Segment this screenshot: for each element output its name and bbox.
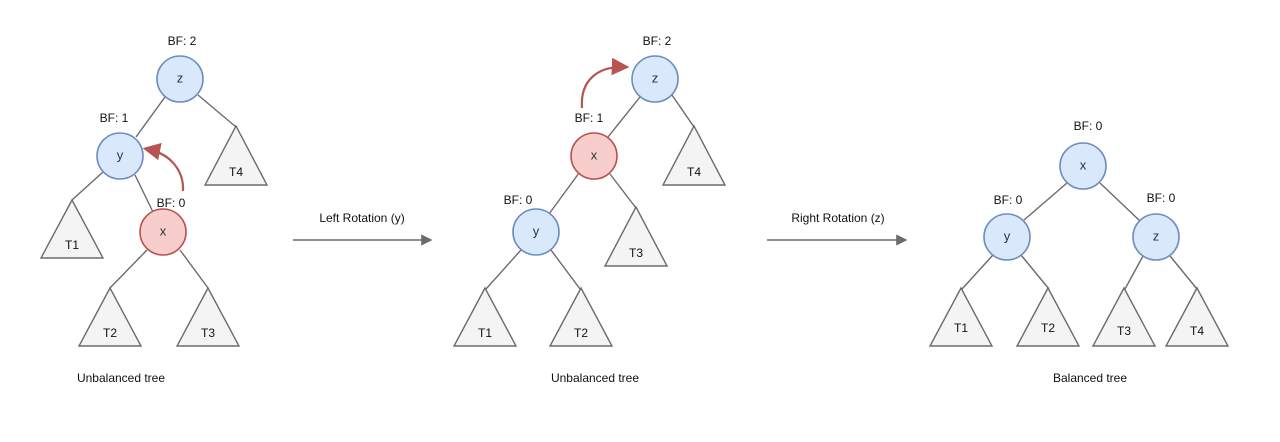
subtree-t3-label: T3: [201, 326, 215, 340]
node-y: [512, 208, 560, 256]
edge-x-z: [1099, 182, 1141, 222]
subtree-t3: [175, 286, 241, 347]
operation-1: Left Rotation (y): [293, 211, 433, 246]
subtree-t2: [1015, 286, 1081, 347]
bf-z-label: BF: 2: [643, 34, 672, 48]
stage-1-caption: Unbalanced tree: [77, 371, 165, 385]
rotation-arrow-x-to-y: [142, 142, 185, 192]
subtree-t2: [548, 286, 614, 347]
operation-1-label: Left Rotation (y): [319, 211, 404, 225]
stage-3-tree: T1 T2 T3 T4 x BF: 0 y BF: 0 z BF: 0 Bala…: [928, 119, 1230, 385]
edge-z-t3: [1124, 255, 1144, 290]
subtree-t3-label: T3: [1117, 324, 1131, 338]
edge-z-y: [135, 96, 166, 138]
edge-y-t2: [550, 249, 581, 290]
subtree-t2: [77, 286, 143, 347]
node-z: [156, 55, 204, 103]
edge-z-t4: [197, 94, 237, 128]
subtree-t4: [203, 124, 269, 186]
subtree-t4-label: T4: [1190, 324, 1204, 338]
subtree-t1-label: T1: [65, 238, 79, 252]
subtree-t1: [39, 198, 105, 259]
node-y-label: y: [1004, 228, 1011, 243]
bf-z-label: BF: 2: [168, 34, 197, 48]
stage-2-tree: T4 T3 T1 T2 z BF: 2 x BF: 1 y BF: 0 Unba…: [452, 34, 727, 385]
subtree-t3: [1091, 286, 1157, 347]
edge-x-t3: [179, 249, 209, 289]
node-x: [570, 132, 618, 180]
edge-x-t3: [609, 173, 637, 209]
edge-y-x: [134, 174, 154, 213]
subtree-t3: [603, 205, 669, 267]
edge-y-t1: [961, 254, 994, 290]
subtree-t1-label: T1: [954, 321, 968, 335]
node-x-label: x: [591, 147, 598, 162]
node-x: [139, 208, 187, 256]
node-y-label: y: [533, 223, 540, 238]
subtree-t1: [928, 286, 994, 347]
bf-y-label: BF: 0: [994, 193, 1023, 207]
operation-2: Right Rotation (z): [767, 211, 908, 246]
subtree-t2-label: T2: [574, 326, 588, 340]
subtree-t4-label: T4: [229, 165, 243, 179]
edge-x-y: [1023, 182, 1068, 221]
subtree-t1: [452, 286, 518, 347]
node-x-label: x: [1080, 157, 1087, 172]
subtree-t2-label: T2: [103, 326, 117, 340]
edge-y-t1: [485, 249, 522, 290]
node-z: [631, 55, 679, 103]
edge-z-x: [607, 96, 641, 138]
node-z-label: z: [1153, 228, 1160, 243]
subtree-t4-label: T4: [687, 165, 701, 179]
stage-2-caption: Unbalanced tree: [551, 371, 639, 385]
stage-3-caption: Balanced tree: [1053, 371, 1127, 385]
bf-y-label: BF: 1: [100, 111, 129, 125]
bf-x-label: BF: 0: [1074, 119, 1103, 133]
node-x: [1059, 142, 1107, 190]
node-y: [983, 213, 1031, 261]
subtree-t2-label: T2: [1041, 321, 1055, 335]
subtree-t1-label: T1: [478, 326, 492, 340]
node-z: [1132, 213, 1180, 261]
node-x-label: x: [160, 223, 167, 238]
subtree-t4: [1164, 286, 1230, 347]
node-z-label: z: [652, 70, 659, 85]
subtree-t3-label: T3: [629, 246, 643, 260]
edge-z-t4: [1169, 255, 1198, 290]
stage-1-tree: T4 T1 T2 T3 z BF: 2 y BF: 1 x BF: 0 Unba…: [39, 34, 269, 385]
bf-x-label: BF: 1: [575, 111, 604, 125]
rotation-arrow-x-to-z: [580, 57, 630, 109]
node-y-label: y: [117, 147, 124, 162]
edge-x-t2: [109, 249, 148, 289]
node-z-label: z: [177, 70, 184, 85]
edge-z-t4: [671, 94, 695, 128]
subtree-t4: [661, 124, 727, 186]
bf-x-label: BF: 0: [157, 196, 186, 210]
edge-x-y: [548, 172, 580, 215]
bf-y-label: BF: 0: [504, 193, 533, 207]
operation-2-label: Right Rotation (z): [791, 211, 884, 225]
bf-z-label: BF: 0: [1147, 191, 1176, 205]
edge-y-t1: [71, 171, 104, 201]
edge-y-t2: [1020, 254, 1050, 290]
